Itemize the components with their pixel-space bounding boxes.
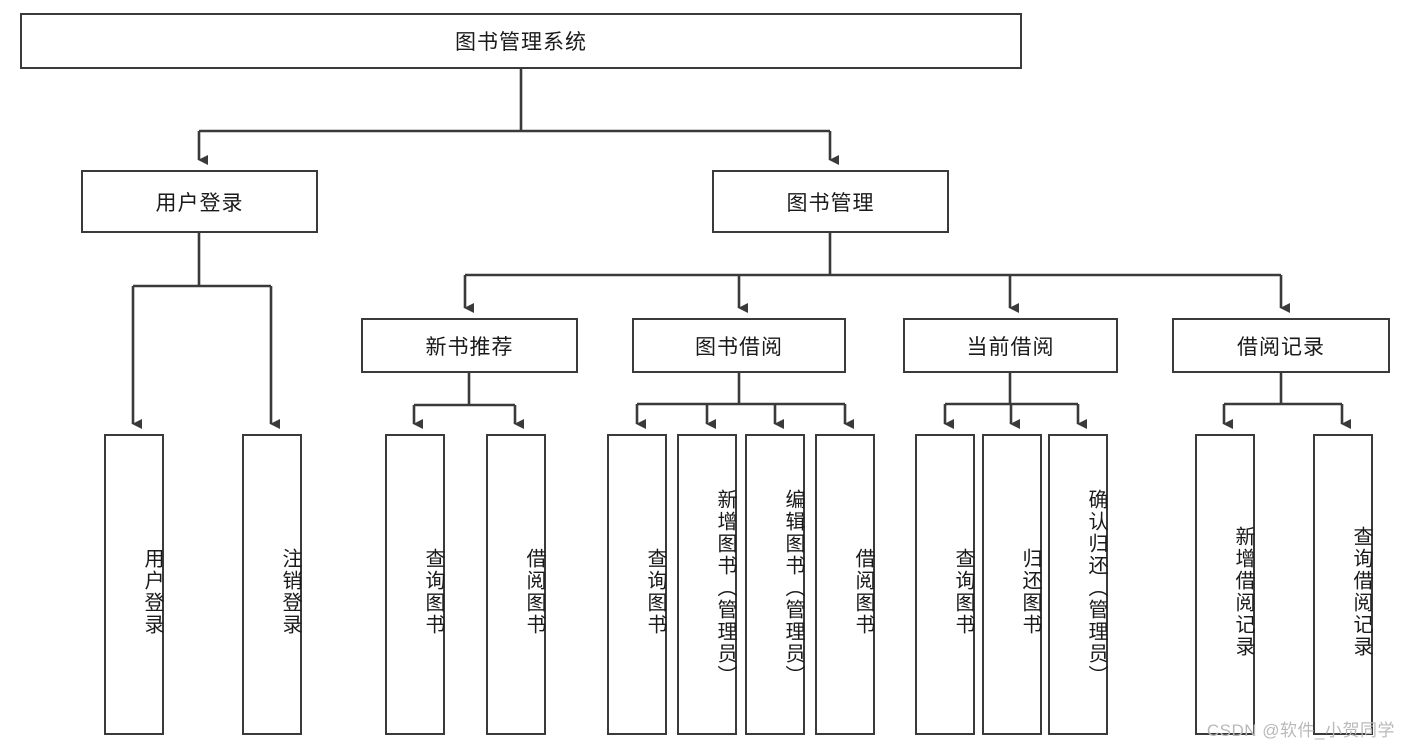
leaf-current-borrow-confirm-return-admin[interactable]: 确认归还（管理员） — [1048, 434, 1108, 735]
node-label: 新增图书（管理员） — [714, 488, 736, 687]
node-label: 注销登录 — [279, 547, 301, 636]
node-label: 借阅图书 — [852, 547, 874, 636]
node-root-system[interactable]: 图书管理系统 — [20, 13, 1022, 69]
node-user-login[interactable]: 用户登录 — [81, 170, 318, 233]
node-label: 用户登录 — [155, 191, 244, 215]
node-label: 归还图书 — [1019, 547, 1041, 636]
leaf-new-book-borrow-book[interactable]: 借阅图书 — [486, 434, 546, 735]
leaf-book-borrow-borrow-book[interactable]: 借阅图书 — [815, 434, 875, 735]
node-book-management[interactable]: 图书管理 — [712, 170, 949, 233]
node-label: 图书借阅 — [695, 335, 783, 359]
leaf-borrow-record-add-record[interactable]: 新增借阅记录 — [1195, 434, 1255, 735]
node-label: 查询图书 — [422, 547, 444, 636]
node-borrow-record[interactable]: 借阅记录 — [1172, 318, 1390, 373]
node-label: 查询图书 — [952, 547, 974, 636]
leaf-user-login-logout[interactable]: 注销登录 — [242, 434, 302, 735]
node-label: 编辑图书（管理员） — [782, 488, 804, 687]
leaf-current-borrow-return-book[interactable]: 归还图书 — [982, 434, 1042, 735]
node-label: 确认归还（管理员） — [1085, 488, 1107, 687]
node-label: 借阅图书 — [523, 547, 545, 636]
node-current-borrow[interactable]: 当前借阅 — [903, 318, 1118, 373]
csdn-watermark: CSDN @软件_小贺同学 — [1206, 721, 1395, 740]
leaf-borrow-record-query-record[interactable]: 查询借阅记录 — [1313, 434, 1373, 735]
node-new-book-recommend[interactable]: 新书推荐 — [361, 318, 578, 373]
node-book-borrow[interactable]: 图书借阅 — [632, 318, 846, 373]
leaf-new-book-query-book[interactable]: 查询图书 — [385, 434, 445, 735]
node-label: 新书推荐 — [425, 335, 514, 359]
node-label: 当前借阅 — [966, 335, 1055, 359]
node-label: 新增借阅记录 — [1232, 525, 1254, 658]
leaf-book-borrow-query-book[interactable]: 查询图书 — [607, 434, 667, 735]
node-label: 图书管理 — [786, 191, 875, 215]
leaf-current-borrow-query-book[interactable]: 查询图书 — [915, 434, 975, 735]
node-label: 图书管理系统 — [455, 31, 587, 54]
leaf-book-borrow-edit-book-admin[interactable]: 编辑图书（管理员） — [745, 434, 805, 735]
node-label: 用户登录 — [141, 547, 163, 636]
leaf-user-login-login[interactable]: 用户登录 — [104, 434, 164, 735]
leaf-book-borrow-add-book-admin[interactable]: 新增图书（管理员） — [677, 434, 737, 735]
node-label: 查询借阅记录 — [1350, 525, 1372, 658]
node-label: 借阅记录 — [1237, 335, 1325, 359]
node-label: 查询图书 — [644, 547, 666, 636]
